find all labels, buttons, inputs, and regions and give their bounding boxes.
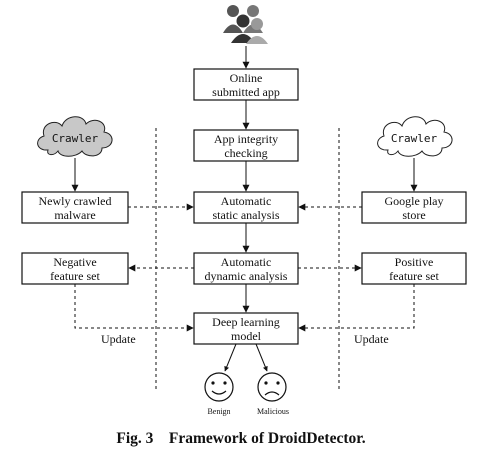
benign-label: Benign <box>207 407 230 416</box>
framework-diagram: Online submitted app App integrity check… <box>21 5 467 416</box>
crawler-right-label: Crawler <box>391 132 438 145</box>
node-deep-learning-line2: model <box>231 329 262 343</box>
node-negative-line1: Negative <box>53 255 96 269</box>
node-integrity-line1: App integrity <box>214 132 278 146</box>
node-positive-line2: feature set <box>389 269 439 283</box>
node-online-app-line2: submitted app <box>212 85 280 99</box>
node-dynamic-line1: Automatic <box>221 255 272 269</box>
arrow-positive-update <box>298 284 415 332</box>
node-dynamic-line2: dynamic analysis <box>205 269 288 283</box>
arrow-deep-to-benign <box>224 343 237 372</box>
update-label-right: Update <box>354 332 389 346</box>
users-icon <box>223 5 268 44</box>
node-deep-learning: Deep learning model <box>193 312 299 345</box>
node-positive-line1: Positive <box>395 255 434 269</box>
malicious-label: Malicious <box>257 407 289 416</box>
benign-smiley-icon <box>204 372 234 402</box>
crawler-cloud-left: Crawler <box>37 116 113 157</box>
node-newly-crawled-malware: Newly crawled malware <box>21 191 129 224</box>
node-dynamic: Automatic dynamic analysis <box>193 252 299 285</box>
node-google-line1: Google play <box>385 194 444 208</box>
crawler-cloud-right: Crawler <box>377 116 453 157</box>
node-deep-learning-line1: Deep learning <box>212 315 280 329</box>
node-static-line1: Automatic <box>221 194 272 208</box>
node-positive-feature-set: Positive feature set <box>361 252 467 285</box>
node-negative-line2: feature set <box>50 269 100 283</box>
node-negative-feature-set: Negative feature set <box>21 252 129 285</box>
arrow-negative-update <box>74 284 194 332</box>
node-online-app-line1: Online <box>230 71 263 85</box>
node-google-play-store: Google play store <box>361 191 467 224</box>
crawler-left-label: Crawler <box>52 132 99 145</box>
arrow-deep-to-malicious <box>255 343 268 372</box>
node-online-app: Online submitted app <box>193 68 299 101</box>
node-static-line2: static analysis <box>213 208 280 222</box>
node-integrity: App integrity checking <box>193 129 299 162</box>
node-integrity-line2: checking <box>224 146 267 160</box>
node-static: Automatic static analysis <box>193 191 299 224</box>
malicious-frown-icon <box>257 372 287 402</box>
figure-caption: Fig. 3 Framework of DroidDetector. <box>116 430 366 447</box>
node-google-line2: store <box>402 208 425 222</box>
node-malware-line2: malware <box>54 208 95 222</box>
update-label-left: Update <box>101 332 136 346</box>
node-malware-line1: Newly crawled <box>39 194 112 208</box>
